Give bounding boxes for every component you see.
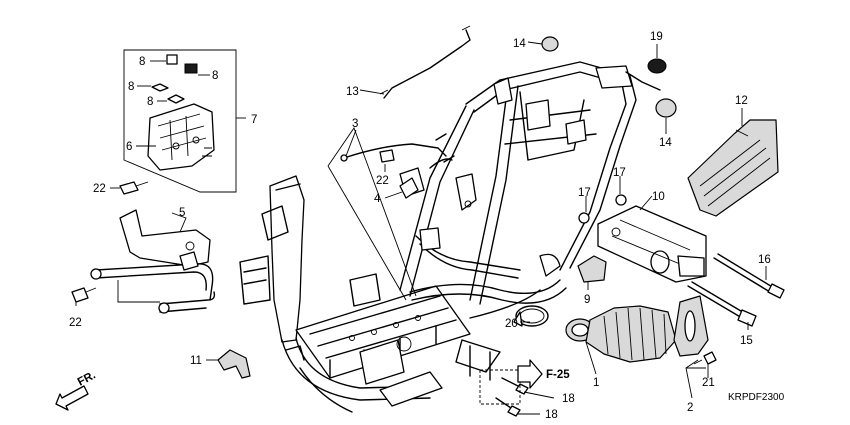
pad-8b	[184, 63, 198, 74]
callout-21: 21	[702, 377, 715, 389]
bracket-kit-group	[123, 49, 237, 193]
collar-14-right	[655, 98, 677, 118]
bolt-15	[691, 281, 747, 315]
callout-22: 22	[376, 175, 389, 187]
plate-12	[687, 119, 779, 217]
pad-8a	[166, 54, 178, 65]
callout-1: 1	[593, 377, 599, 389]
small-parts	[71, 25, 785, 417]
callout-17: 17	[613, 167, 626, 179]
pad-8d	[167, 94, 185, 104]
nut-17-top	[615, 194, 627, 206]
callout-9: 9	[584, 294, 590, 306]
nut-19	[647, 58, 667, 74]
callout-6: 6	[126, 141, 132, 153]
callout-8: 8	[139, 56, 145, 68]
bolt-16	[717, 253, 775, 289]
diagram-code: KRPDF2300	[728, 392, 785, 403]
callout-12: 12	[735, 95, 748, 107]
callout-18: 18	[562, 393, 575, 405]
callout-2: 2	[687, 402, 693, 414]
front-direction-arrow: FR.	[55, 369, 98, 411]
collar-14-top	[541, 36, 559, 52]
callout-11: 11	[190, 355, 202, 367]
frame-body	[239, 61, 661, 413]
bolt-22-mid	[379, 149, 395, 163]
f25-label: F-25	[546, 369, 570, 381]
callout-labels: 8 8 8 8 7 6 22 5 22 13 3 22 4 14 19 14 1…	[69, 31, 785, 421]
callout-20: 20	[505, 318, 518, 330]
callout-8: 8	[212, 70, 218, 82]
rubber-9	[577, 255, 607, 283]
cable-3	[343, 143, 447, 159]
callout-5: 5	[179, 207, 185, 219]
screw-21	[703, 351, 717, 365]
front-label: FR.	[76, 369, 98, 388]
clip-11	[217, 349, 251, 379]
callout-19: 19	[650, 31, 663, 43]
callout-14: 14	[513, 38, 526, 50]
bracket-6	[147, 103, 215, 171]
nut-17-left	[578, 212, 590, 224]
boot-1	[565, 305, 677, 363]
rod-13	[383, 29, 471, 99]
callout-17: 17	[578, 187, 591, 199]
callout-22: 22	[93, 183, 106, 195]
callout-7: 7	[251, 114, 257, 126]
callout-16: 16	[758, 254, 771, 266]
callout-14: 14	[659, 137, 672, 149]
callout-13: 13	[346, 86, 359, 98]
callout-22: 22	[69, 317, 82, 329]
f25-reference: F-25	[517, 359, 570, 389]
callout-8: 8	[128, 81, 134, 93]
callout-10: 10	[652, 191, 665, 203]
leader-lines	[75, 41, 767, 415]
callout-3: 3	[352, 118, 358, 130]
callout-4: 4	[374, 193, 381, 205]
clip-4	[399, 177, 419, 199]
bracket-5	[90, 209, 216, 314]
callout-18: 18	[545, 409, 558, 421]
bolt-22-left	[119, 181, 139, 195]
bolt-22-bottom	[71, 287, 89, 303]
callout-15: 15	[740, 335, 753, 347]
clamp-20	[515, 305, 549, 327]
callout-8: 8	[147, 96, 153, 108]
pad-8c	[151, 83, 169, 92]
